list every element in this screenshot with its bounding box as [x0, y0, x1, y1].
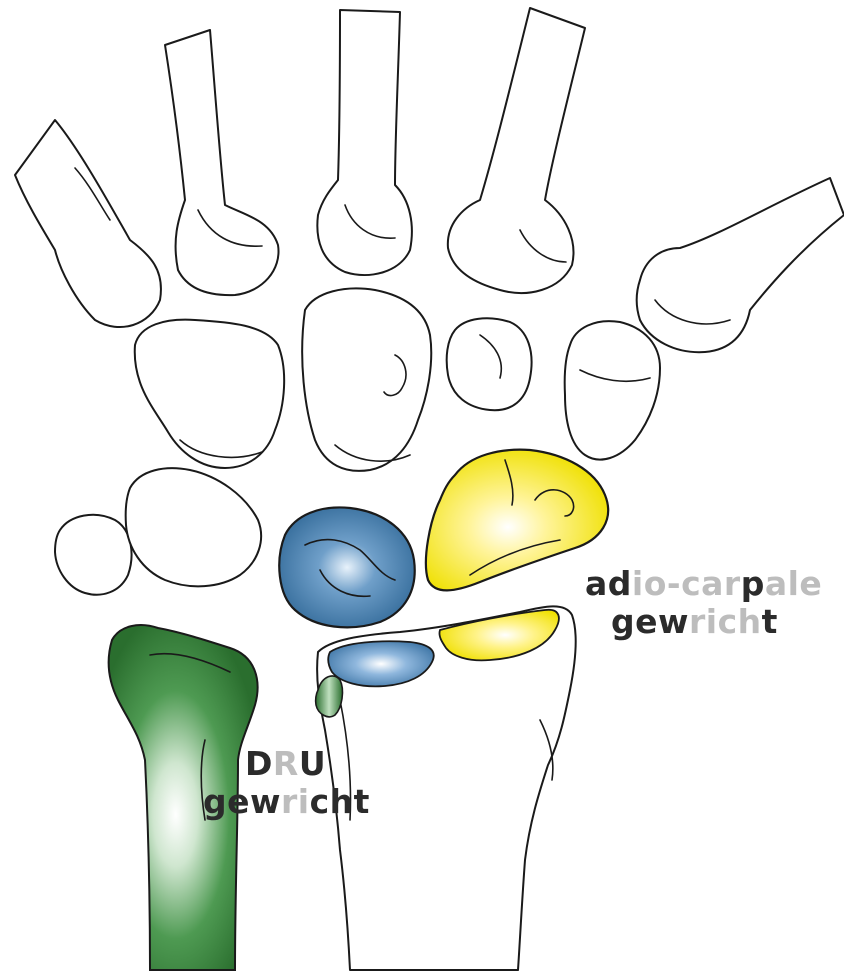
- label-fragment: U: [299, 744, 326, 783]
- triquetrum: [126, 468, 261, 586]
- pisiform: [55, 515, 132, 595]
- dru-label-line2: gewricht: [203, 783, 370, 821]
- label-fragment: p: [741, 564, 765, 603]
- label-fragment: gew: [611, 602, 689, 641]
- label-fragment: ale: [765, 564, 822, 603]
- metacarpal-2: [448, 8, 585, 293]
- trapezium: [565, 321, 660, 459]
- label-fragment: c: [718, 602, 738, 641]
- label-fragment: ri: [281, 782, 310, 821]
- metacarpal-1: [637, 178, 844, 352]
- capitate: [302, 288, 431, 470]
- metacarpal-3: [317, 10, 412, 275]
- label-fragment: R: [273, 744, 299, 783]
- radiocarpal-joint-label: adio-carpale gewricht: [585, 565, 822, 641]
- label-fragment: cht: [310, 782, 370, 821]
- label-fragment: t: [762, 602, 778, 641]
- dru-joint-label: DRU gewricht: [203, 745, 370, 821]
- label-fragment: D: [245, 744, 273, 783]
- lunate: [279, 507, 414, 627]
- metacarpal-5: [15, 120, 161, 327]
- label-fragment: h: [738, 602, 762, 641]
- label-fragment: gew: [203, 782, 281, 821]
- radiocarpal-label-line1: adio-carpale: [585, 565, 822, 603]
- hamate: [135, 320, 284, 468]
- label-fragment: io-car: [632, 564, 741, 603]
- radiocarpal-label-line2: gewricht: [585, 603, 822, 641]
- scaphoid: [426, 450, 608, 591]
- label-fragment: ad: [585, 564, 632, 603]
- label-fragment: ri: [689, 602, 718, 641]
- dru-label-line1: DRU: [203, 745, 370, 783]
- metacarpal-4: [165, 30, 279, 295]
- trapezoid: [447, 318, 532, 410]
